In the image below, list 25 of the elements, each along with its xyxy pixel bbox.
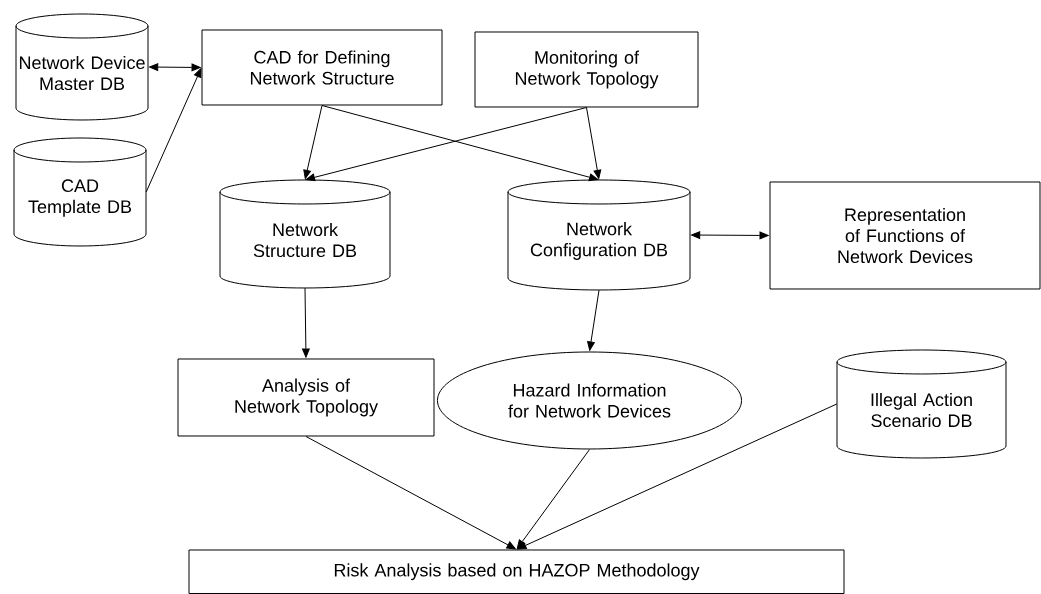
process-box: Monitoring of Network Topology — [474, 31, 699, 108]
node-label: CAD Template DB — [28, 179, 132, 217]
arrow — [305, 436, 516, 550]
arrow — [516, 449, 590, 549]
database-cylinder: CAD Template DB — [13, 137, 147, 247]
process-box: Analysis of Network Topology — [177, 358, 435, 437]
database-cylinder: Network Structure DB — [219, 179, 391, 289]
arrow — [302, 287, 310, 358]
node-label: Illegal Action Scenario DB — [871, 392, 972, 428]
node-label: Network Configuration DB — [530, 222, 668, 260]
database-cylinder: Illegal Action Scenario DB — [836, 349, 1007, 459]
arrow — [145, 68, 202, 193]
database-cylinder: Network Device Master DB — [15, 13, 149, 121]
database-cylinder: Network Configuration DB — [507, 179, 691, 291]
node-label: Network Structure DB — [253, 222, 357, 258]
arrow — [149, 63, 201, 72]
arrow — [517, 403, 838, 550]
arrow — [303, 105, 323, 179]
arrow — [691, 231, 769, 240]
arrow — [587, 289, 600, 351]
process-box: Representation of Functions of Network Devices — [769, 181, 1041, 290]
process-box: CAD for Defining Network Structure — [201, 29, 443, 106]
process-box: Risk Analysis based on HAZOP Methodology — [188, 549, 845, 594]
node-label: Network Device Master DB — [19, 55, 145, 91]
arrow — [586, 107, 602, 179]
